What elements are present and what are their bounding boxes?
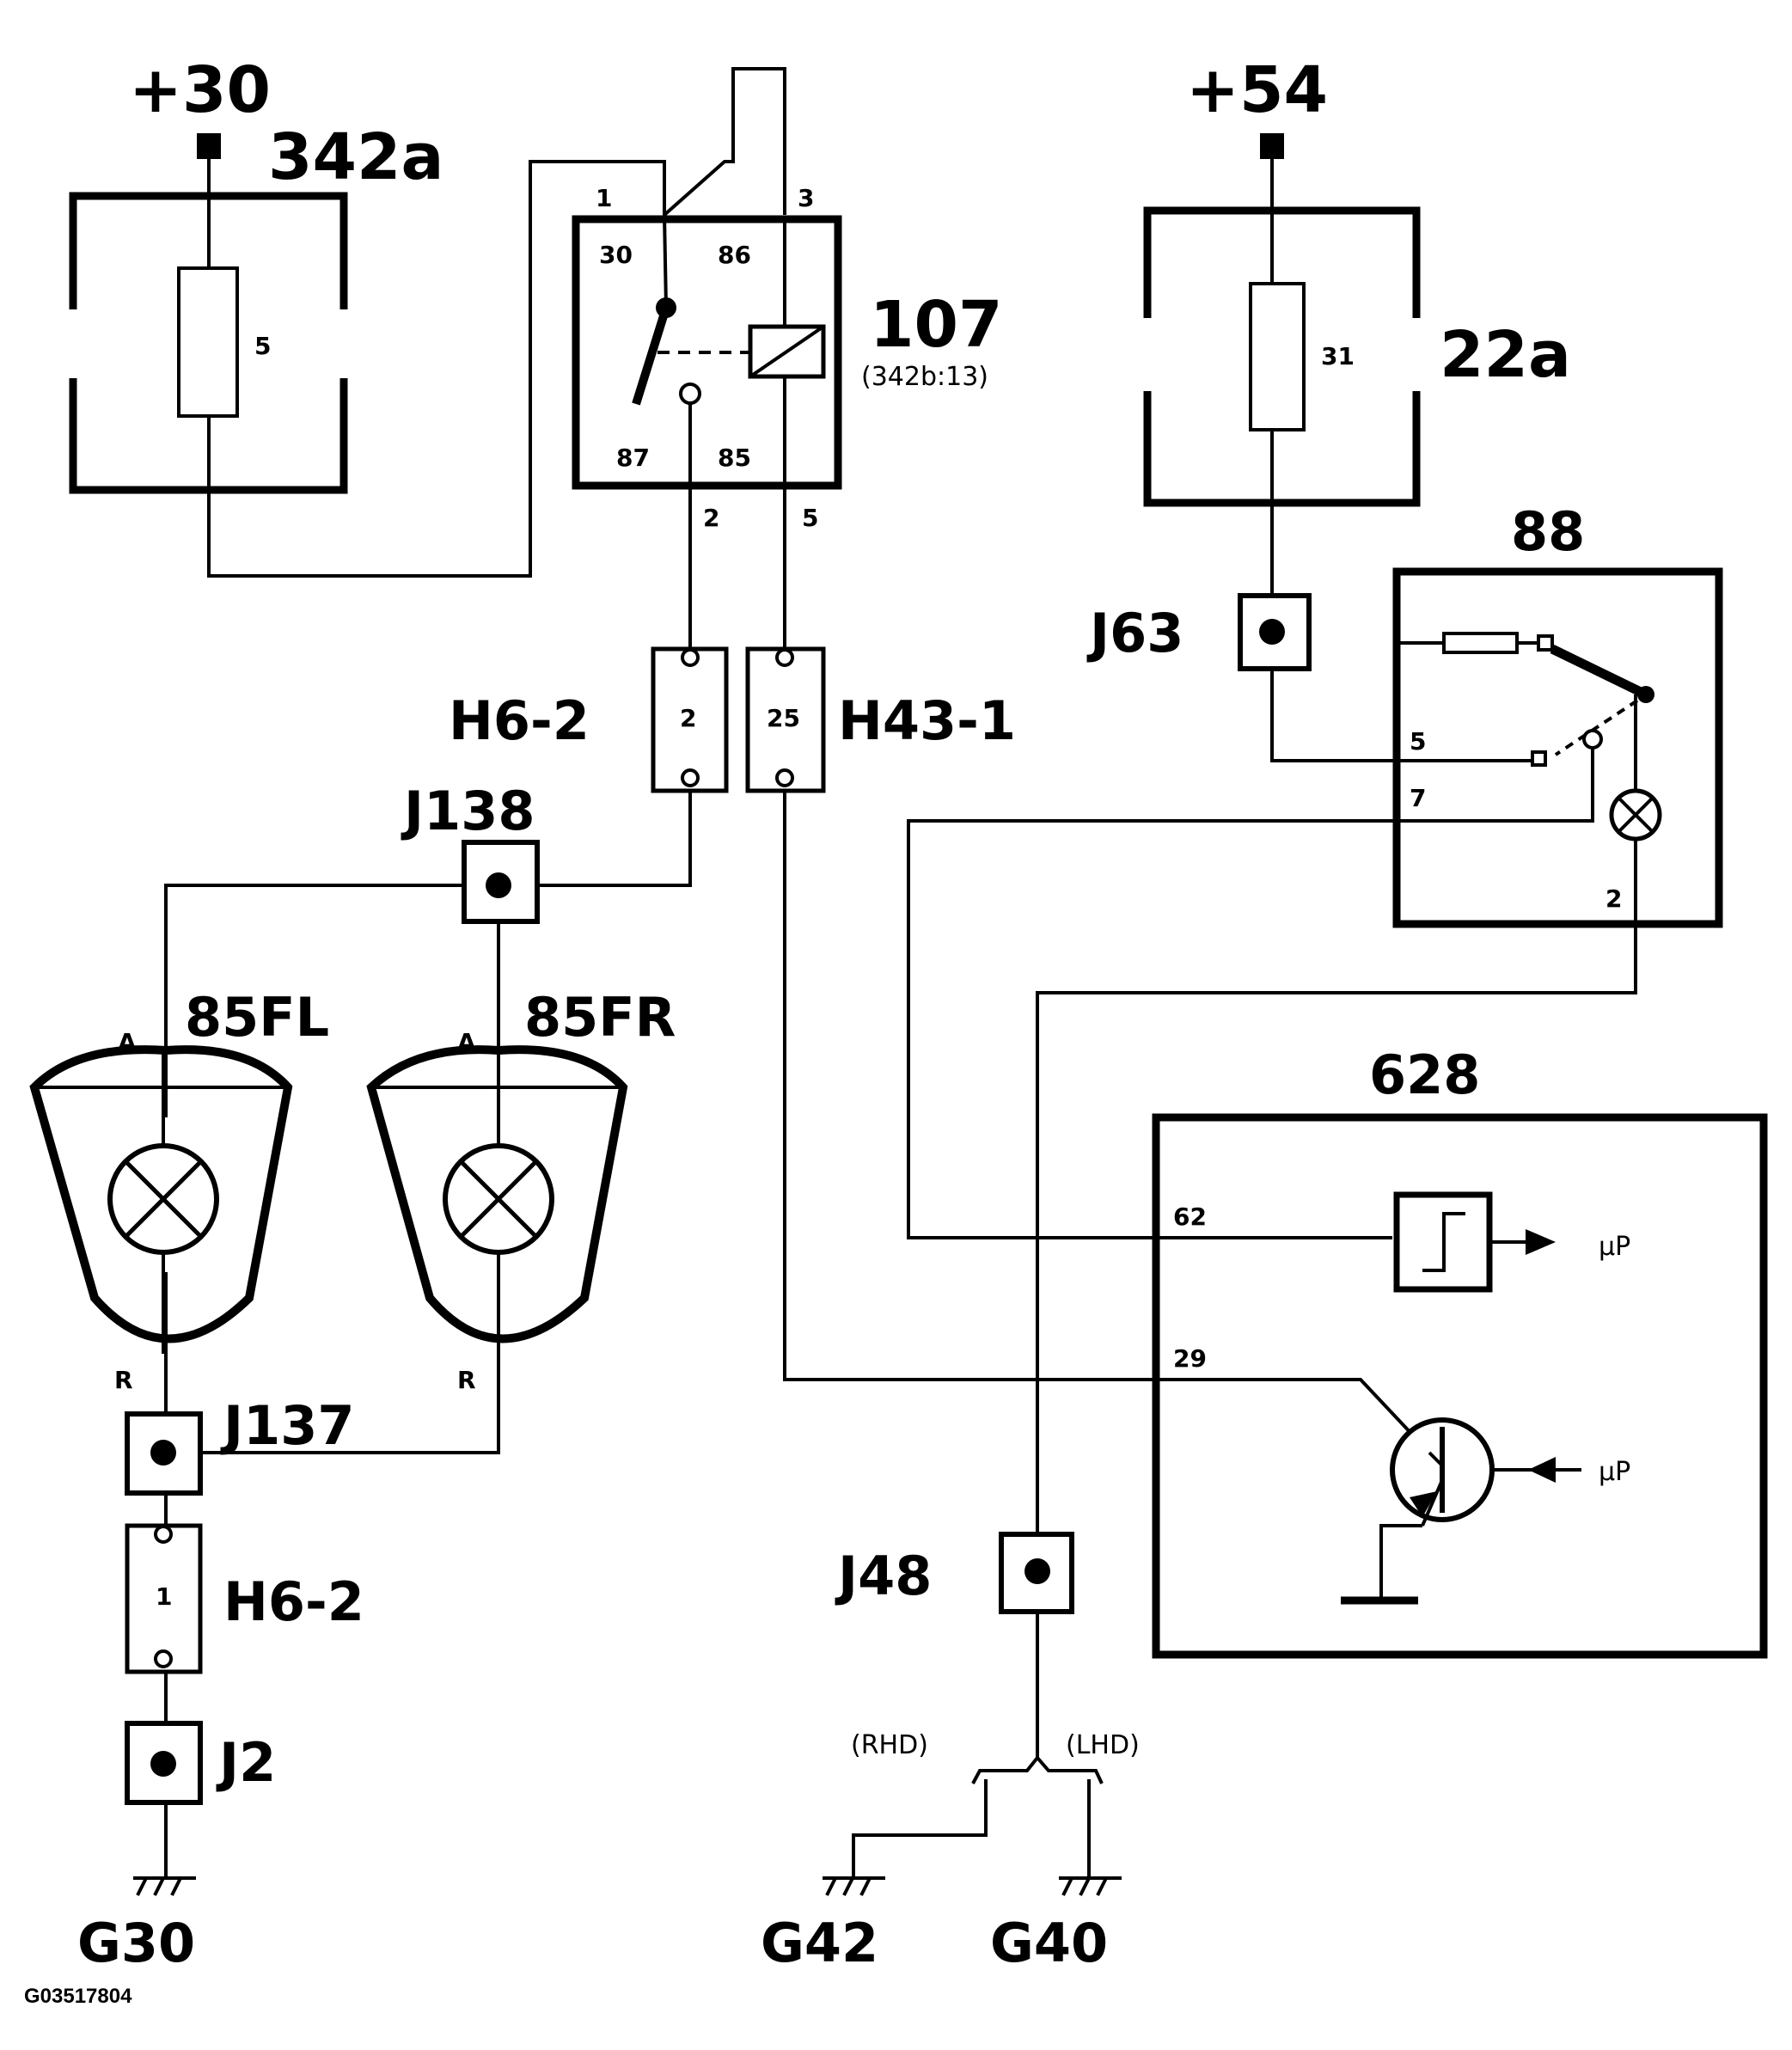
wire-628-ground (1379, 1524, 1422, 1599)
connector-h6-2-bottom: 1 H6-2 (125, 1523, 364, 1674)
wire-to-g42 (852, 1779, 988, 1878)
wire-j63-to-88 (1270, 632, 1538, 762)
lamp-85fl-label: 85FL (185, 986, 329, 1049)
lamp-85fl: A R 85FL (29, 986, 329, 1394)
joint-j137: J137 (125, 1394, 355, 1496)
wires (164, 67, 1637, 1878)
switch-88-resistor (1442, 632, 1519, 654)
switch-88-pin-5: 5 (1410, 727, 1426, 756)
supply-30-label: +30 (129, 53, 271, 127)
wire-relay-pin3-loop (663, 67, 786, 217)
module-628-pin-29: 29 (1173, 1344, 1207, 1373)
module-628: 628 62 29 µP µP (1152, 1043, 1768, 1659)
switch-88-pin-7: 7 (1410, 784, 1426, 812)
connector-h6-2-bottom-pin: 1 (156, 1582, 172, 1611)
lamp-85fr: A R 85FR (366, 986, 676, 1394)
connector-h6-2-top-pin: 2 (680, 704, 696, 732)
relay-pin-85: 85 (718, 444, 751, 472)
connector-h43-1: 25 H43-1 (745, 646, 1016, 793)
fuse-box-22a (1143, 206, 1421, 507)
relay-label: 107 (870, 288, 1002, 362)
lamp-85fr-pin-a: A (457, 1028, 476, 1056)
wire-h6-2-to-j138 (498, 778, 692, 887)
ground-g42-label: G42 (761, 1912, 878, 1974)
relay-pin-5: 5 (802, 504, 818, 532)
switch-88: 88 5 7 2 (1392, 500, 1723, 928)
wire-88-to-628 (907, 739, 1594, 1239)
fuse-342a-number: 5 (254, 332, 271, 360)
ground-g30 (133, 1876, 196, 1896)
module-628-out-2: µP (1599, 1457, 1630, 1487)
relay-pin-30: 30 (599, 241, 633, 269)
module-628-pin-62: 62 (1173, 1202, 1207, 1231)
supply-54-label: +54 (1186, 53, 1328, 127)
fuse-22a (1249, 282, 1306, 431)
figure-id: G03517804 (24, 1985, 132, 2008)
joint-j137-label: J137 (220, 1394, 355, 1457)
relay-pin-86: 86 (718, 241, 751, 269)
relay-pin-3: 3 (798, 184, 814, 212)
fuse-22a-number: 31 (1321, 342, 1355, 370)
joint-j138: J138 (401, 780, 540, 924)
wire-j138-to-fl (164, 884, 498, 1117)
connector-h6-2-top-label: H6-2 (449, 689, 590, 752)
ground-g30-label: G30 (77, 1912, 195, 1974)
connector-h43-1-pin: 25 (767, 704, 800, 732)
ground-g42 (823, 1876, 885, 1896)
wire-30-to-relay (207, 146, 666, 578)
joint-j48-label: J48 (835, 1545, 932, 1607)
switch-88-pin-2: 2 (1605, 884, 1622, 913)
ground-g40 (1059, 1876, 1122, 1896)
module-628-out-1: µP (1599, 1232, 1630, 1262)
relay-sublabel: (342b:13) (861, 362, 988, 392)
fuse-box-22a-label: 22a (1440, 318, 1571, 392)
fuse-342a (177, 266, 239, 418)
relay-107: 1 3 30 86 87 85 2 5 107 (342b:13) (572, 184, 1002, 532)
variant-brace: (RHD) (LHD) (851, 1730, 1140, 1784)
relay-pin-87: 87 (616, 444, 650, 472)
relay-pin-2: 2 (703, 504, 719, 532)
joint-j138-label: J138 (401, 780, 535, 842)
wire-88-to-j48 (1036, 868, 1637, 1526)
relay-pin-1: 1 (596, 184, 612, 212)
lamp-85fl-pin-a: A (118, 1028, 137, 1056)
connector-h43-1-label: H43-1 (838, 689, 1016, 752)
connector-h6-2-top: 2 H6-2 (449, 646, 729, 793)
fuse-box-342a (69, 192, 348, 494)
joint-j2: J2 (125, 1721, 276, 1805)
switch-88-label: 88 (1511, 500, 1585, 563)
lamp-85fr-label: 85FR (524, 986, 676, 1049)
wire-h43-to-628 (783, 778, 1431, 1454)
supply-54: +54 (1186, 53, 1328, 159)
variant-rhd-label: (RHD) (851, 1730, 928, 1760)
relay-contact-arm (632, 214, 701, 406)
joint-j2-label: J2 (216, 1731, 276, 1794)
joint-j48: J48 (835, 1532, 1074, 1614)
relay-coil (657, 219, 826, 486)
joint-j63-label: J63 (1086, 602, 1183, 664)
fuse-box-342a-label: 342a (268, 120, 443, 194)
ground-g40-label: G40 (990, 1912, 1108, 1974)
lamp-85fr-pin-r: R (457, 1366, 476, 1394)
lamp-85fl-pin-r: R (114, 1366, 133, 1394)
supply-30: +30 (129, 53, 271, 159)
joint-j63: J63 (1086, 593, 1312, 671)
variant-lhd-label: (LHD) (1066, 1730, 1140, 1760)
module-628-label: 628 (1369, 1043, 1480, 1106)
connector-h6-2-bottom-label: H6-2 (223, 1570, 364, 1633)
